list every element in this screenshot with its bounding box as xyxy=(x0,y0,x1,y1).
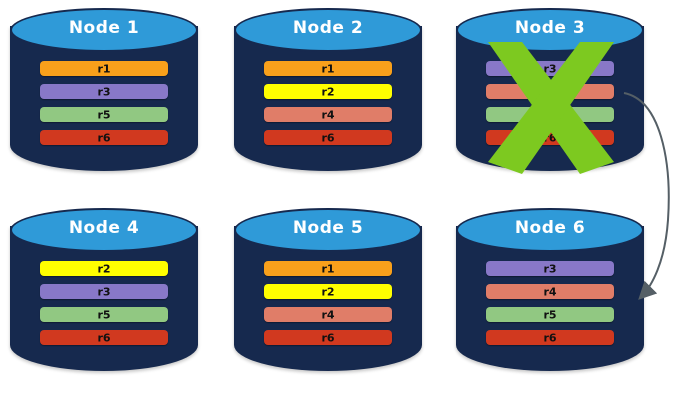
replica-bar[interactable]: r1 xyxy=(264,261,392,276)
replica-label: r5 xyxy=(543,108,557,121)
cylinder-top-disc xyxy=(456,208,644,252)
replica-bar[interactable]: r2 xyxy=(264,284,392,299)
replica-bar[interactable]: r2 xyxy=(264,84,392,99)
replica-label: r1 xyxy=(321,62,335,75)
replica-bar[interactable]: r3 xyxy=(40,84,168,99)
replica-bar[interactable]: r3 xyxy=(40,284,168,299)
replica-stack: r1 r3 r5 r6 xyxy=(40,61,168,153)
replica-bar[interactable]: r3 xyxy=(486,61,614,76)
replica-stack: r3 r4 r5 r6 xyxy=(486,61,614,153)
cylinder-top-disc xyxy=(10,208,198,252)
replica-label: r5 xyxy=(543,308,557,321)
replica-bar[interactable]: r4 xyxy=(264,307,392,322)
replica-bar[interactable]: r5 xyxy=(486,307,614,322)
replica-label: r6 xyxy=(97,331,111,344)
replica-label: r2 xyxy=(321,285,335,298)
replica-label: r1 xyxy=(321,262,335,275)
replica-bar[interactable]: r6 xyxy=(40,330,168,345)
replica-bar[interactable]: r6 xyxy=(264,330,392,345)
replica-label: r2 xyxy=(97,262,111,275)
replica-bar[interactable]: r4 xyxy=(486,84,614,99)
replica-bar[interactable]: r4 xyxy=(486,284,614,299)
replica-bar[interactable]: r3 xyxy=(486,261,614,276)
replica-label: r4 xyxy=(543,85,557,98)
cylinder-top-disc xyxy=(456,8,644,52)
replica-label: r4 xyxy=(321,108,335,121)
replica-label: r2 xyxy=(321,85,335,98)
replica-bar[interactable]: r6 xyxy=(40,130,168,145)
replica-label: r6 xyxy=(321,131,335,144)
replica-label: r6 xyxy=(97,131,111,144)
replica-stack: r1 r2 r4 r6 xyxy=(264,61,392,153)
replica-bar[interactable]: r1 xyxy=(40,61,168,76)
replica-bar[interactable]: r2 xyxy=(40,261,168,276)
replica-stack: r2 r3 r5 r6 xyxy=(40,261,168,353)
replica-stack: r3 r4 r5 r6 xyxy=(486,261,614,353)
replica-bar[interactable]: r6 xyxy=(486,130,614,145)
replica-label: r6 xyxy=(543,331,557,344)
replica-bar[interactable]: r4 xyxy=(264,107,392,122)
replica-bar[interactable]: r6 xyxy=(264,130,392,145)
replica-bar[interactable]: r5 xyxy=(40,307,168,322)
replica-bar[interactable]: r5 xyxy=(486,107,614,122)
cylinder-top-disc xyxy=(234,8,422,52)
replica-bar[interactable]: r5 xyxy=(40,107,168,122)
cylinder-top-disc xyxy=(10,8,198,52)
replica-label: r5 xyxy=(97,108,111,121)
replica-label: r3 xyxy=(97,285,111,298)
replica-bar[interactable]: r1 xyxy=(264,61,392,76)
replica-label: r4 xyxy=(321,308,335,321)
replica-stack: r1 r2 r4 r6 xyxy=(264,261,392,353)
replica-label: r3 xyxy=(97,85,111,98)
replica-label: r3 xyxy=(543,62,557,75)
replica-label: r6 xyxy=(321,331,335,344)
replica-bar[interactable]: r6 xyxy=(486,330,614,345)
replica-label: r4 xyxy=(543,285,557,298)
replica-label: r1 xyxy=(97,62,111,75)
cylinder-top-disc xyxy=(234,208,422,252)
replica-label: r3 xyxy=(543,262,557,275)
replica-label: r6 xyxy=(543,131,557,144)
replica-label: r5 xyxy=(97,308,111,321)
